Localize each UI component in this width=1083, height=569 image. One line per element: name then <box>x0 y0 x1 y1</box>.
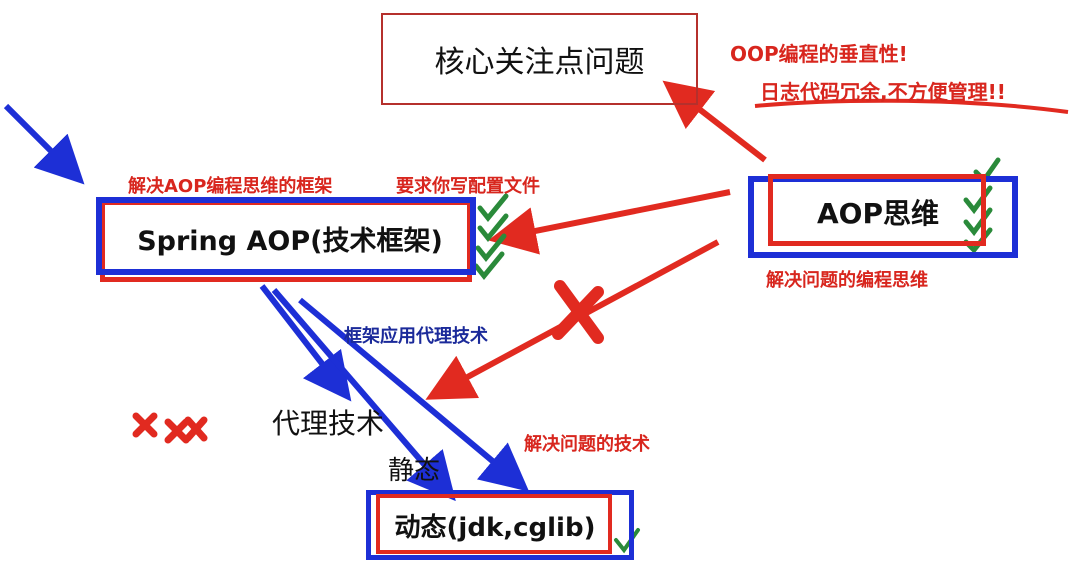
node-aop-thinking-label: AOP思维 <box>817 197 939 230</box>
node-dynamic-proxy: 动态(jdk,cglib) <box>380 496 610 554</box>
arrow-spring-to-static <box>271 288 456 502</box>
red-x-marks-small <box>132 412 208 444</box>
node-aop-red-frame <box>768 174 986 246</box>
node-dynamic-blue-frame <box>366 490 634 560</box>
arrow-spring-to-proxy <box>259 284 352 402</box>
annotation-problem-technique: 解决问题的技术 <box>524 434 650 455</box>
annotation-oop-vertical: OOP编程的垂直性! <box>730 42 908 66</box>
red-underline <box>754 98 1069 114</box>
annotation-problem-thinking: 解决问题的编程思维 <box>766 270 928 291</box>
green-check-marks-spring <box>473 193 509 280</box>
arrow-spring-to-dynamic <box>298 297 530 492</box>
arrow-aop-to-core <box>662 80 767 163</box>
node-spring-aop-label: Spring AOP(技术框架) <box>137 225 443 257</box>
node-spring-blue-frame <box>96 197 476 275</box>
node-aop-thinking: AOP思维 <box>778 180 978 244</box>
annotation-requires-config: 要求你写配置文件 <box>396 176 540 197</box>
node-dynamic-proxy-label: 动态(jdk,cglib) <box>394 512 596 543</box>
red-x-mark-large <box>552 280 604 344</box>
node-static: 静态 <box>388 456 441 486</box>
node-proxy-tech: 代理技术 <box>272 407 385 440</box>
arrow-aop-to-spring <box>488 189 731 255</box>
annotation-framework-uses-proxy: 框架应用代理技术 <box>344 326 488 347</box>
node-dynamic-red-frame <box>376 494 612 554</box>
node-aop-blue-frame <box>748 176 1018 258</box>
annotation-framework-solves: 解决AOP编程思维的框架 <box>128 176 333 197</box>
node-core-concern: 核心关注点问题 <box>381 13 698 105</box>
annotation-log-redundant: 日志代码冗余,不方便管理!! <box>760 80 1006 104</box>
node-spring-aop: Spring AOP(技术框架) <box>110 206 470 270</box>
arrow-blue-top-left <box>3 103 85 185</box>
node-core-concern-label: 核心关注点问题 <box>434 45 645 80</box>
